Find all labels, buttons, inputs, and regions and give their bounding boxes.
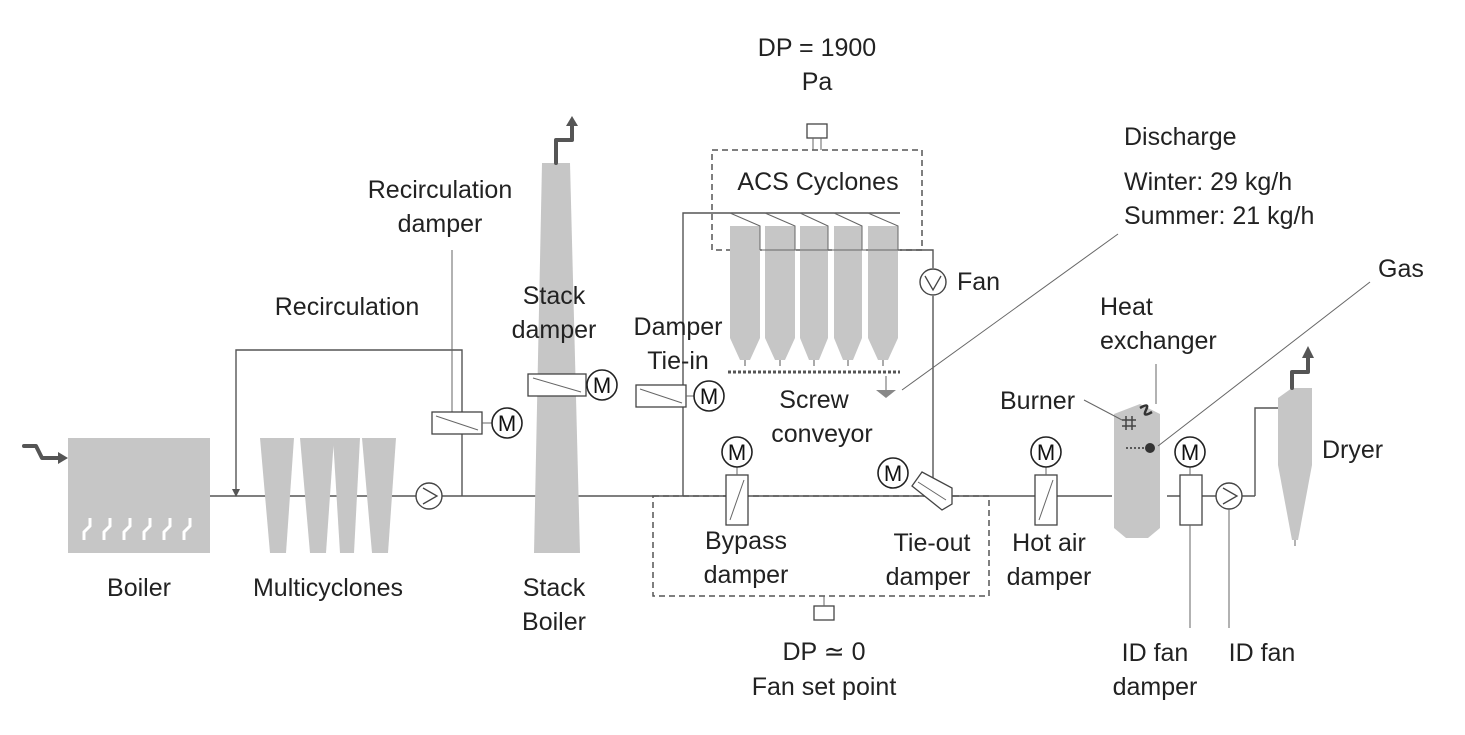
motor-icon: M [877,457,909,489]
boiler-label: Boiler [107,574,171,602]
svg-text:M: M [498,411,516,436]
arrow-inlet-icon [22,444,68,464]
screw-conveyor-label-2: conveyor [771,420,872,448]
discharge-winter: Winter: 29 kg/h [1124,168,1292,196]
burner-leader [1083,399,1123,421]
boiler [68,438,210,553]
fan-icon [415,482,443,510]
motor-icon: M [686,380,725,412]
dp-top-value: DP = 1900 [758,34,876,62]
dryer [1278,346,1314,546]
heat-exchanger-label-2: exchanger [1100,327,1217,355]
svg-text:M: M [593,373,611,398]
tieout-damper-label-1: Tie-out [894,529,971,557]
damper-tiein-label-1: Damper [634,313,723,341]
dp-bottom-setpoint: Fan set point [752,673,897,701]
id-fan-damper-label-1: ID fan [1122,639,1189,667]
motor-icon: M [482,407,523,439]
pressure-sensor-icon [813,596,835,621]
multicyclones-label: Multicyclones [253,574,403,602]
damper-icon [1034,474,1058,526]
stack-damper-label-2: damper [512,316,597,344]
svg-text:M: M [728,440,746,465]
bypass-region [652,495,990,597]
svg-text:M: M [884,461,902,486]
motor-icon: M [586,369,618,401]
fan-label: Fan [957,268,1000,296]
stack-boiler-label-2: Boiler [522,608,586,636]
acs-cyclones-label: ACS Cyclones [737,168,898,196]
dp-top-unit: Pa [802,68,833,96]
damper-icon [635,384,687,408]
motor-icon: M [1174,436,1206,475]
id-fan-damper-label-2: damper [1113,673,1198,701]
id-fan-label: ID fan [1229,639,1296,667]
flame-icon [1122,404,1155,453]
pressure-sensor-icon [806,123,828,150]
burner-label: Burner [1000,387,1075,415]
damper-tiein-label-2: Tie-in [647,347,709,375]
fan-icon [919,268,947,296]
dryer-inlet-duct [1254,407,1278,496]
screw-conveyor [728,370,900,398]
discharge-label: Discharge [1124,123,1237,151]
heat-exchanger [1114,364,1160,538]
stack-boiler-label-1: Stack [523,574,586,602]
gas-label: Gas [1378,255,1424,283]
hot-air-damper-label-1: Hot air [1012,529,1086,557]
gas-leader [1157,281,1371,447]
recirculation-label: Recirculation [275,293,420,321]
svg-text:M: M [700,384,718,409]
damper-icon [431,411,483,435]
bypass-damper-label-1: Bypass [705,527,787,555]
svg-text:M: M [1181,440,1199,465]
bypass-damper-label-2: damper [704,561,789,589]
motor-icon: M [1030,436,1062,475]
discharge-summer: Summer: 21 kg/h [1124,202,1314,230]
hot-air-damper-label-2: damper [1007,563,1092,591]
svg-text:M: M [1037,440,1055,465]
tieout-damper-label-2: damper [886,563,971,591]
dp-bottom-value: DP ≃ 0 [782,638,865,666]
discharge-leader [901,233,1119,391]
multicyclones [260,438,396,553]
dryer-label: Dryer [1322,436,1383,464]
damper-icon [1179,474,1203,526]
recirc-damper-label-2: damper [398,210,483,238]
damper-icon [527,373,587,397]
stack [534,116,580,553]
damper-icon [911,471,953,511]
screw-conveyor-label-1: Screw [779,386,849,414]
heat-exchanger-label-1: Heat [1100,293,1153,321]
stack-damper-label-1: Stack [523,282,586,310]
recirc-damper-label-1: Recirculation [368,176,513,204]
damper-icon [725,474,749,526]
fan-icon [1215,482,1243,510]
motor-icon: M [721,436,753,475]
acs-outlet-line [900,249,934,268]
acs-cyclones [729,212,900,366]
